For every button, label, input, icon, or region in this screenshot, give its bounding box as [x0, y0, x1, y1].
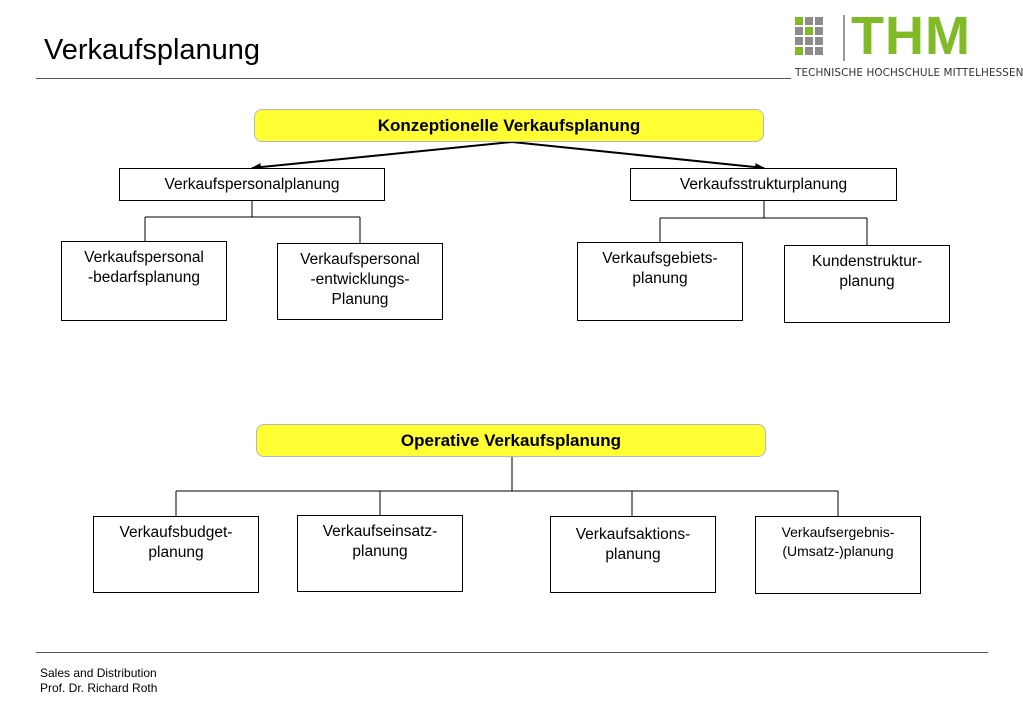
node-personalentwicklungsplanung: Verkaufspersonal -entwicklungs- Planung	[277, 243, 443, 320]
node-line: Planung	[331, 291, 389, 308]
connector-strukturplanung	[659, 200, 868, 245]
logo-subtitle: TECHNISCHE HOCHSCHULE MITTELHESSEN	[795, 67, 1023, 79]
node-line: Verkaufsergebnis-	[781, 524, 895, 540]
node-line: planung	[605, 546, 661, 563]
slide-title: Verkaufsplanung	[44, 34, 261, 66]
logo-grid-icon	[795, 17, 831, 61]
title-divider	[36, 78, 791, 79]
node-verkaufsstrukturplanung: Verkaufsstrukturplanung	[630, 168, 897, 201]
arrow-to-strukturplanung	[511, 141, 765, 172]
footer-divider	[36, 652, 988, 653]
node-verkaufspersonalplanung: Verkaufspersonalplanung	[119, 168, 385, 201]
node-verkaufsaktionsplanung: Verkaufsaktions- planung	[550, 516, 716, 593]
connector-operativ	[175, 457, 839, 516]
logo-separator	[843, 15, 845, 61]
operativ-header: Operative Verkaufsplanung	[256, 424, 766, 457]
node-kundenstrukturplanung: Kundenstruktur- planung	[784, 245, 950, 323]
node-line: Verkaufspersonal	[84, 249, 204, 266]
konzeptionell-header: Konzeptionelle Verkaufsplanung	[254, 109, 764, 142]
node-line: planung	[839, 273, 895, 290]
node-line: planung	[148, 544, 204, 561]
node-line: Verkaufsbudget-	[119, 524, 233, 541]
arrow-to-personalplanung	[251, 141, 513, 172]
node-verkaufsergebnisplanung: Verkaufsergebnis- (Umsatz-)planung	[755, 516, 921, 594]
node-line: Verkaufspersonal	[300, 251, 420, 268]
connector-personalplanung	[144, 200, 361, 243]
node-line: (Umsatz-)planung	[782, 543, 894, 559]
node-verkaufsgebietsplanung: Verkaufsgebiets- planung	[577, 242, 743, 321]
node-line: Verkaufseinsatz-	[322, 523, 438, 540]
node-line: Kundenstruktur-	[811, 253, 923, 270]
node-verkaufsbudgetplanung: Verkaufsbudget- planung	[93, 516, 259, 593]
footer: Sales and Distribution Prof. Dr. Richard…	[40, 666, 157, 696]
thm-logo: THM TECHNISCHE HOCHSCHULE MITTELHESSEN	[795, 9, 1023, 79]
node-line: -entwicklungs-	[310, 271, 410, 288]
footer-course: Sales and Distribution	[40, 666, 157, 680]
node-line: planung	[352, 543, 408, 560]
footer-author: Prof. Dr. Richard Roth	[40, 681, 158, 695]
node-verkaufseinsatzplanung: Verkaufseinsatz- planung	[297, 515, 463, 592]
node-line: Verkaufsaktions-	[575, 526, 691, 543]
node-line: Verkaufsgebiets-	[602, 250, 718, 267]
logo-wordmark: THM	[851, 6, 971, 66]
node-line: planung	[632, 270, 688, 287]
node-line: -bedarfsplanung	[87, 269, 201, 286]
node-personalbedarfsplanung: Verkaufspersonal -bedarfsplanung	[61, 241, 227, 321]
